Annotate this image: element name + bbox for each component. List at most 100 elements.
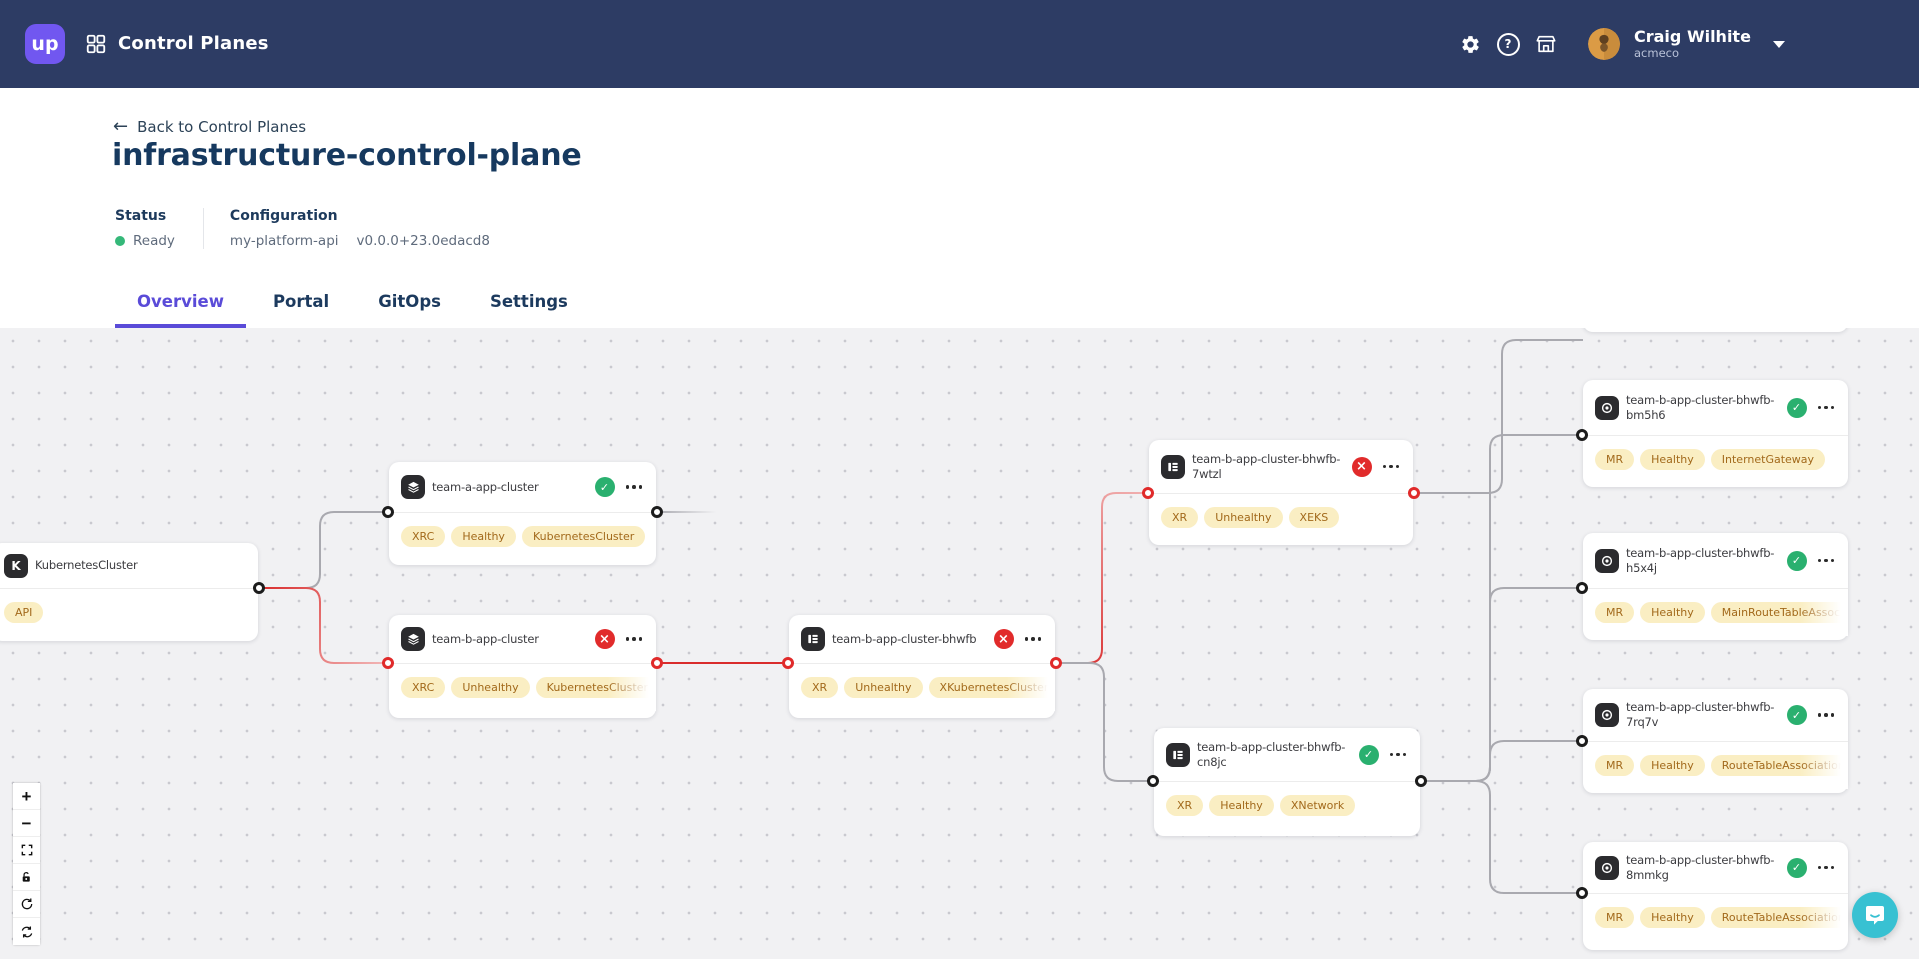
fit-view-button[interactable] xyxy=(13,837,40,864)
status-unhealthy-icon: × xyxy=(594,629,615,649)
status-label: Status xyxy=(115,208,167,224)
grid-icon[interactable] xyxy=(85,33,107,55)
zoom-in-button[interactable]: + xyxy=(13,783,40,810)
help-icon[interactable]: ? xyxy=(1496,32,1520,56)
avatar[interactable] xyxy=(1588,28,1620,60)
tab-bar: Overview Portal GitOps Settings xyxy=(115,292,590,328)
badge: MR xyxy=(1595,449,1635,470)
node-label: team-b-app-cluster xyxy=(432,631,539,646)
configuration-name[interactable]: my-platform-api xyxy=(229,233,339,249)
node-menu-button[interactable] xyxy=(1814,709,1839,721)
edge-handle[interactable] xyxy=(1576,429,1588,441)
edge-handle[interactable] xyxy=(1576,735,1588,747)
rotate-icon xyxy=(20,897,34,911)
chevron-down-icon[interactable] xyxy=(1772,40,1785,48)
navbar-right: ? Craig Wilhite acmeco xyxy=(1458,0,1785,88)
tab-portal[interactable]: Portal xyxy=(272,292,330,311)
edge-handle[interactable] xyxy=(1576,582,1588,594)
edge-handle[interactable] xyxy=(1408,487,1420,499)
graph-edge xyxy=(1055,492,1149,664)
user-menu[interactable]: Craig Wilhite acmeco xyxy=(1634,27,1751,60)
badge-fade xyxy=(608,664,656,711)
graph-edge xyxy=(1420,780,1583,894)
rotate-button[interactable] xyxy=(13,891,40,918)
status-dot xyxy=(115,236,125,246)
edge-handle[interactable] xyxy=(1050,657,1062,669)
node-label: team-b-app-cluster-bhwfb-7wtzl xyxy=(1192,451,1341,481)
layers-icon xyxy=(401,627,425,651)
node-badges: MRHealthyMainRouteTableAssociation xyxy=(1583,589,1848,636)
graph-edge xyxy=(1055,662,1154,782)
badge: XR xyxy=(801,677,839,698)
badge-fade xyxy=(1800,742,1848,789)
status-healthy-icon: ✓ xyxy=(1358,744,1379,765)
zoom-out-icon: − xyxy=(21,813,32,833)
node-menu-button[interactable] xyxy=(1379,461,1404,473)
edge-handle[interactable] xyxy=(1142,487,1154,499)
managed-icon xyxy=(1595,548,1619,573)
tab-overview[interactable]: Overview xyxy=(115,292,246,328)
node-menu-button[interactable] xyxy=(1814,402,1839,414)
node-menu-button[interactable] xyxy=(622,633,647,645)
refresh-button[interactable] xyxy=(13,918,40,945)
edge-handle[interactable] xyxy=(782,657,794,669)
composite-icon xyxy=(801,627,825,651)
refresh-icon xyxy=(20,925,34,939)
configuration-label: Configuration xyxy=(229,208,338,224)
edge-handle[interactable] xyxy=(382,506,394,518)
badge: MR xyxy=(1595,602,1635,623)
edge-handle[interactable] xyxy=(651,657,663,669)
node-label: team-a-app-cluster xyxy=(432,479,539,494)
badge: XEKS xyxy=(1288,507,1340,528)
storefront-icon[interactable] xyxy=(1534,32,1558,56)
lock-button[interactable] xyxy=(13,864,40,891)
zoom-out-button[interactable]: − xyxy=(13,810,40,837)
node-label: team-b-app-cluster-bhwfb-8mmkg xyxy=(1626,852,1775,882)
badge: Healthy xyxy=(1640,602,1705,623)
tab-gitops[interactable]: GitOps xyxy=(378,292,441,311)
status-healthy-icon: ✓ xyxy=(1786,705,1807,725)
node-menu-button[interactable] xyxy=(1386,749,1411,761)
node-menu-button[interactable] xyxy=(1814,862,1839,874)
node-menu-button[interactable] xyxy=(622,481,647,493)
node-label: team-b-app-cluster-bhwfb-bm5h6 xyxy=(1626,392,1775,422)
edge-handle[interactable] xyxy=(1415,775,1427,787)
edge-handle[interactable] xyxy=(1147,775,1159,787)
edge-handle[interactable] xyxy=(1576,887,1588,899)
intercom-launcher-button[interactable] xyxy=(1852,892,1898,938)
node-offscreen-top[interactable] xyxy=(1583,328,1848,332)
tab-settings[interactable]: Settings xyxy=(489,292,568,311)
status-healthy-icon: ✓ xyxy=(1786,397,1807,418)
top-navbar: up Control Planes ? Craig Wilhite acmeco xyxy=(0,0,1919,88)
node-menu-button[interactable] xyxy=(1814,555,1839,567)
back-link[interactable]: ← Back to Control Planes xyxy=(113,118,306,137)
edge-handle[interactable] xyxy=(382,657,394,669)
page-header: ← Back to Control Planes infrastructure-… xyxy=(0,88,1919,328)
status-unhealthy-icon: × xyxy=(993,629,1014,649)
fit-view-icon xyxy=(20,843,34,857)
configuration-version: v0.0.0+23.0edacd8 xyxy=(356,233,490,249)
node-menu-button[interactable] xyxy=(1021,633,1046,645)
meta-section: Status Ready Configuration my-platform-a… xyxy=(115,208,518,249)
edge-handle[interactable] xyxy=(253,582,265,594)
app-title: Control Planes xyxy=(118,33,269,54)
layers-icon xyxy=(401,475,425,499)
gear-icon[interactable] xyxy=(1458,32,1482,56)
edge-handle[interactable] xyxy=(651,506,663,518)
user-org: acmeco xyxy=(1634,45,1680,60)
upbound-logo[interactable]: up xyxy=(25,24,65,64)
graph-edge xyxy=(258,587,389,664)
badge: Unhealthy xyxy=(451,677,530,698)
graph-edge xyxy=(258,511,389,589)
